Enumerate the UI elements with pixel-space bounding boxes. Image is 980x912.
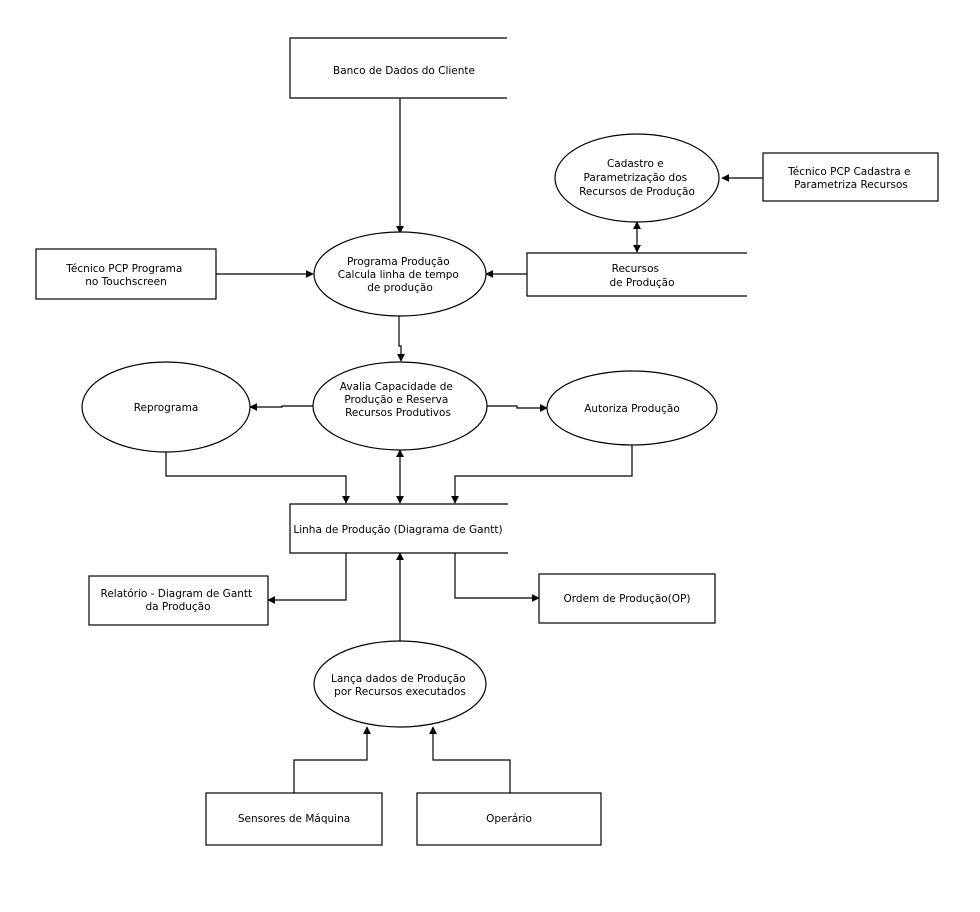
- edge-linha-to-relatorio: [267, 553, 347, 604]
- node-banco-de-dados: Banco de Dados do Cliente: [289, 37, 507, 99]
- node-programa-line-3: de produção: [367, 282, 433, 294]
- node-cadastro-parametrizacao: Cadastro e Parametrização dos Recursos d…: [554, 133, 720, 223]
- node-sensores-line-1: Sensores de Máquina: [238, 813, 350, 825]
- node-recursos-line-1: Recursos: [612, 263, 659, 275]
- node-tecnico-programa: Técnico PCP Programa no Touchscreen: [35, 248, 217, 300]
- node-tecnico-cadastra: Técnico PCP Cadastra e Parametriza Recur…: [762, 152, 939, 202]
- node-cadastro-line-3: Recursos de Produção: [579, 186, 695, 198]
- svg-text:Reprograma: Reprograma: [134, 402, 199, 414]
- svg-text:Cadastro e Parametrizaçã: Cadastro e Parametrização dos Recursos d…: [579, 158, 695, 198]
- svg-text:Relatório - Diagram de Gantt: Relatório - Diagram de Gantt da Produção: [101, 588, 256, 613]
- edge-linha-to-ordem: [454, 553, 540, 602]
- node-ordem-line-1: Ordem de Produção(OP): [564, 593, 691, 605]
- node-relatorio-line-2: da Produção: [145, 601, 210, 613]
- edge-programa-to-avalia: [397, 316, 405, 362]
- svg-text:Recursos de Produção: Recursos de Produção: [609, 263, 674, 289]
- edges: [165, 98, 763, 793]
- edge-avalia-to-autoriza: [487, 404, 548, 412]
- node-relatorio-line-1: Relatório - Diagram de Gantt: [101, 588, 253, 600]
- edge-avalia-to-reprograma: [249, 403, 313, 411]
- svg-text:Ordem de Produção(OP): Ordem de Produção(OP): [564, 593, 691, 605]
- node-banco-line-1: Banco de Dados do Cliente: [333, 65, 475, 77]
- svg-text:Autoriza Produção: Autoriza Produção: [584, 403, 680, 415]
- node-relatorio-gantt: Relatório - Diagram de Gantt da Produção: [88, 575, 269, 626]
- node-tecnico-programa-line-2: no Touchscreen: [85, 276, 166, 288]
- edge-autoriza-to-linha: [451, 445, 633, 504]
- node-operario-line-1: Operário: [486, 813, 532, 825]
- node-reprograma-line-1: Reprograma: [134, 402, 199, 414]
- node-programa-line-1: Programa Produção: [347, 256, 450, 268]
- node-tecnico-cadastra-line-2: Parametriza Recursos: [794, 179, 908, 191]
- node-recursos-producao: Recursos de Produção: [526, 252, 747, 297]
- node-autoriza-producao: Autoriza Produção: [546, 370, 718, 446]
- node-avalia-capacidade: Avalia Capacidade de Produção e Reserva …: [312, 361, 488, 451]
- svg-text:Programa Produção Calcul: Programa Produção Calcula linha de tempo…: [338, 256, 462, 294]
- node-avalia-line-3: Recursos Produtivos: [345, 407, 451, 419]
- node-avalia-line-1: Avalia Capacidade de: [340, 381, 453, 393]
- node-tecnico-programa-line-1: Técnico PCP Programa: [65, 263, 182, 275]
- svg-text:Técnico PCP Programa no: Técnico PCP Programa no Touchscreen: [65, 263, 185, 288]
- node-programa-line-2: Calcula linha de tempo: [338, 269, 459, 281]
- node-lanca-line-1: Lança dados de Produção: [331, 673, 466, 685]
- node-reprograma: Reprograma: [81, 361, 251, 453]
- svg-text:Sensores de Máquina: Sensores de Máquina: [238, 813, 350, 825]
- node-label: Banco de Dados do Cliente: [333, 65, 475, 77]
- node-tecnico-cadastra-line-1: Técnico PCP Cadastra e: [787, 166, 910, 178]
- svg-text:Avalia Capacidade de Pro: Avalia Capacidade de Produção e Reserva …: [340, 381, 456, 419]
- svg-text:Operário: Operário: [486, 813, 532, 825]
- svg-text:Linha de Produção (Diagrama de: Linha de Produção (Diagrama de Gantt): [293, 524, 502, 536]
- node-programa-producao: Programa Produção Calcula linha de tempo…: [313, 231, 487, 317]
- svg-text:Lança dados de Produção: Lança dados de Produção por Recursos exe…: [331, 673, 469, 698]
- node-linha-line-1: Linha de Produção (Diagrama de Gantt): [293, 524, 502, 536]
- edge-sensores-to-lanca: [293, 726, 371, 793]
- node-ordem-producao: Ordem de Produção(OP): [538, 573, 716, 624]
- node-lanca-line-2: por Recursos executados: [334, 686, 466, 698]
- node-cadastro-line-1: Cadastro e: [607, 158, 664, 170]
- node-cadastro-line-2: Parametrização dos: [584, 172, 688, 184]
- node-linha-producao: Linha de Produção (Diagrama de Gantt): [289, 503, 508, 554]
- node-lanca-dados: Lança dados de Produção por Recursos exe…: [313, 640, 487, 728]
- node-autoriza-line-1: Autoriza Produção: [584, 403, 680, 415]
- edge-reprograma-to-linha: [165, 452, 350, 504]
- edge-operario-to-lanca: [429, 726, 511, 793]
- node-sensores-maquina: Sensores de Máquina: [205, 792, 383, 846]
- node-recursos-line-2: de Produção: [609, 277, 674, 289]
- svg-text:Técnico PCP Cadastra e: Técnico PCP Cadastra e Parametriza Recur…: [787, 166, 914, 191]
- node-operario: Operário: [416, 792, 602, 846]
- node-avalia-line-2: Produção e Reserva: [344, 394, 448, 406]
